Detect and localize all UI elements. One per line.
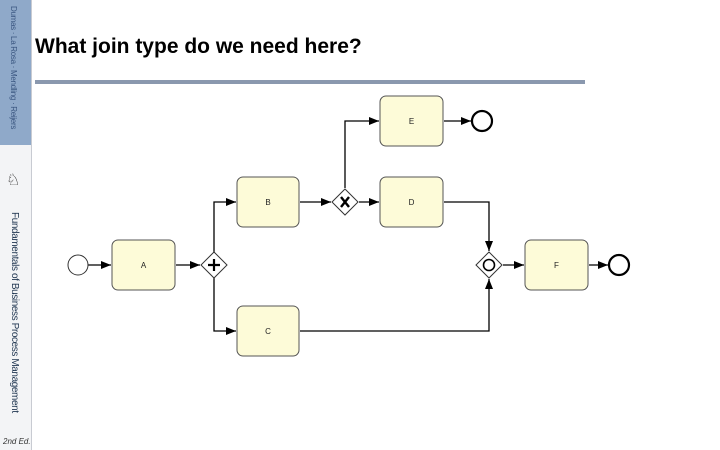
task-c: C	[236, 305, 300, 357]
task-c-label: C	[265, 327, 271, 336]
circle-icon	[482, 258, 496, 272]
knight-chess-icon: ♘	[6, 172, 21, 189]
slide-title: What join type do we need here?	[35, 35, 362, 58]
unknown-join-gateway	[475, 251, 503, 279]
task-f: F	[524, 239, 589, 291]
flow-split-c	[213, 278, 236, 335]
task-a: A	[111, 239, 176, 291]
sidebar-header: Dumas · La Rosa · Mendling · Reijers	[0, 0, 31, 145]
edition-label: 2nd Ed.	[3, 437, 31, 446]
task-d: D	[379, 176, 444, 228]
x-icon	[340, 196, 350, 208]
xor-gateway	[331, 188, 359, 216]
task-a-label: A	[141, 261, 147, 270]
course-title: Fundamentals of Business Process Managem…	[9, 212, 20, 413]
plus-icon	[208, 259, 220, 271]
task-e: E	[379, 95, 444, 147]
start-event	[67, 254, 89, 276]
sidebar: Dumas · La Rosa · Mendling · Reijers ♘ F…	[0, 0, 32, 450]
flow-d-join	[444, 201, 493, 251]
task-d-label: D	[409, 198, 415, 207]
end-event-e	[470, 109, 494, 133]
authors-text: Dumas · La Rosa · Mendling · Reijers	[9, 6, 18, 130]
parallel-split-gateway	[200, 251, 228, 279]
flow-xor-e	[344, 117, 379, 188]
flow-c-join	[300, 279, 493, 332]
flow-split-b	[213, 198, 236, 252]
title-divider	[35, 80, 585, 84]
task-e-label: E	[409, 117, 414, 126]
task-b: B	[236, 176, 300, 228]
task-b-label: B	[265, 198, 270, 207]
end-event-f	[607, 253, 631, 277]
task-f-label: F	[554, 261, 559, 270]
